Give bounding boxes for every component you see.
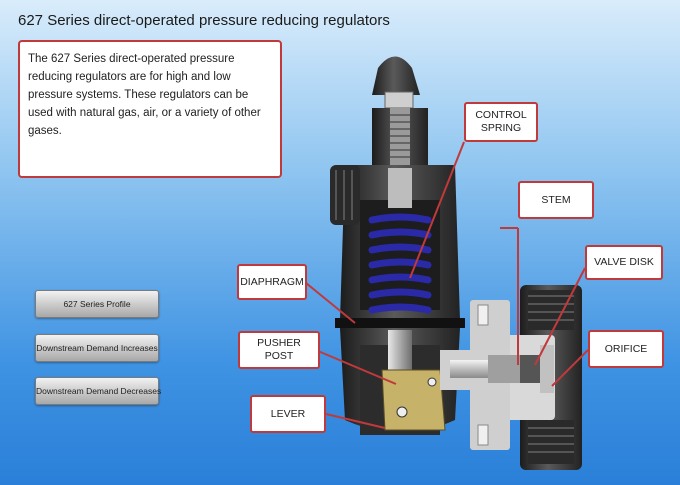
control-spring <box>368 213 432 314</box>
callout-lever: LEVER <box>250 395 326 433</box>
description-box: The 627 Series direct-operated pressure … <box>18 40 282 178</box>
callout-stem-label: STEM <box>541 193 571 206</box>
demand-increases-button[interactable]: Downstream Demand Increases <box>35 334 159 362</box>
callout-diaphragm-label: DIAPHRAGM <box>240 275 304 288</box>
leader-lines <box>305 141 589 429</box>
diaphragm <box>335 318 465 328</box>
callout-pusher-post: PUSHER POST <box>238 331 320 369</box>
callout-lever-label: LEVER <box>270 407 306 420</box>
callout-control-spring-label: CONTROL SPRING <box>475 109 527 134</box>
stem-assembly <box>440 345 554 393</box>
callout-control-spring: CONTROL SPRING <box>464 102 538 142</box>
callout-orifice: ORIFICE <box>588 330 664 368</box>
description-text: The 627 Series direct-operated pressure … <box>28 53 261 137</box>
demand-decreases-button[interactable]: Downstream Demand Decreases <box>35 377 161 405</box>
profile-button[interactable]: 627 Series Profile <box>35 290 159 318</box>
callout-valve-disk-label: VALVE DISK <box>594 256 654 268</box>
callout-valve-disk: VALVE DISK <box>585 245 663 280</box>
page-title: 627 Series direct-operated pressure redu… <box>18 12 390 29</box>
callout-pusher-post-label: PUSHER POST <box>257 337 301 362</box>
lower-case <box>340 328 460 435</box>
callout-stem: STEM <box>518 181 594 219</box>
callout-orifice-label: ORIFICE <box>604 342 648 355</box>
callout-diaphragm: DIAPHRAGM <box>237 264 307 300</box>
